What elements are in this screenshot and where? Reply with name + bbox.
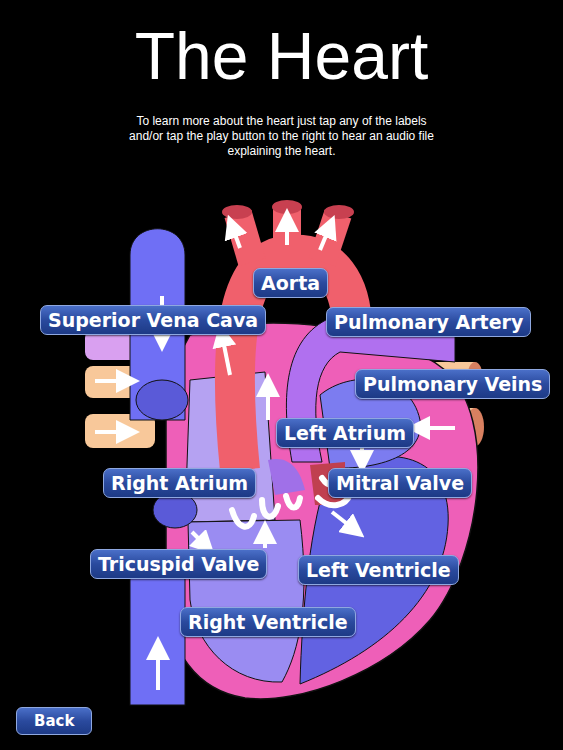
- flow-arrow: [192, 532, 206, 546]
- label-text: Back: [34, 712, 74, 730]
- flow-arrow: [95, 430, 128, 434]
- part-label: Tricuspid Valve: [90, 549, 267, 579]
- part-label: Pulmonary Veins: [355, 369, 550, 399]
- cusp: [286, 496, 300, 508]
- part-label: Right Atrium: [103, 468, 256, 498]
- flow-arrows: [95, 220, 455, 690]
- valve-area: [268, 459, 305, 495]
- vessel-cap: [272, 200, 302, 214]
- part-label: Aorta: [253, 268, 328, 298]
- cusp: [262, 500, 278, 517]
- flow-arrow: [285, 220, 289, 245]
- part-label: Left Ventricle: [298, 555, 459, 585]
- label-text: Left Atrium: [284, 422, 406, 444]
- part-label: Mitral Valve: [328, 468, 472, 498]
- instruction-text: To learn more about the heart just tap a…: [128, 114, 435, 159]
- right-ventricle-art: [188, 520, 304, 682]
- label-text: Right Atrium: [111, 472, 248, 494]
- flow-arrow: [232, 226, 240, 248]
- back-button: Back: [16, 707, 92, 735]
- vessel-cap: [222, 205, 252, 219]
- page-title: The Heart: [0, 18, 563, 94]
- flow-arrow: [418, 426, 455, 430]
- label-text: Aorta: [261, 272, 320, 294]
- part-label: Left Atrium: [276, 418, 414, 448]
- label-text: Tricuspid Valve: [98, 553, 259, 575]
- flow-arrow: [156, 648, 160, 690]
- part-label: Right Ventricle: [180, 607, 356, 637]
- vessel-opening: [136, 380, 188, 420]
- label-text: Superior Vena Cava: [48, 309, 258, 331]
- flow-arrow: [95, 379, 128, 383]
- aorta-branch: [273, 208, 301, 255]
- flow-arrow: [263, 532, 267, 548]
- flow-arrow: [320, 226, 330, 250]
- label-text: Right Ventricle: [188, 611, 348, 633]
- aorta-branch: [238, 214, 252, 262]
- label-text: Mitral Valve: [336, 472, 464, 494]
- flow-arrow: [332, 512, 355, 530]
- label-text: Left Ventricle: [306, 559, 451, 581]
- label-text: Pulmonary Artery: [334, 311, 523, 333]
- flow-arrow: [266, 385, 270, 420]
- part-label: Superior Vena Cava: [40, 305, 266, 335]
- cusp: [232, 510, 254, 527]
- flow-arrow: [360, 448, 364, 462]
- vessel-cap: [324, 205, 354, 219]
- flow-arrow: [222, 335, 230, 375]
- label-text: Pulmonary Veins: [363, 373, 542, 395]
- part-label: Pulmonary Artery: [326, 307, 531, 337]
